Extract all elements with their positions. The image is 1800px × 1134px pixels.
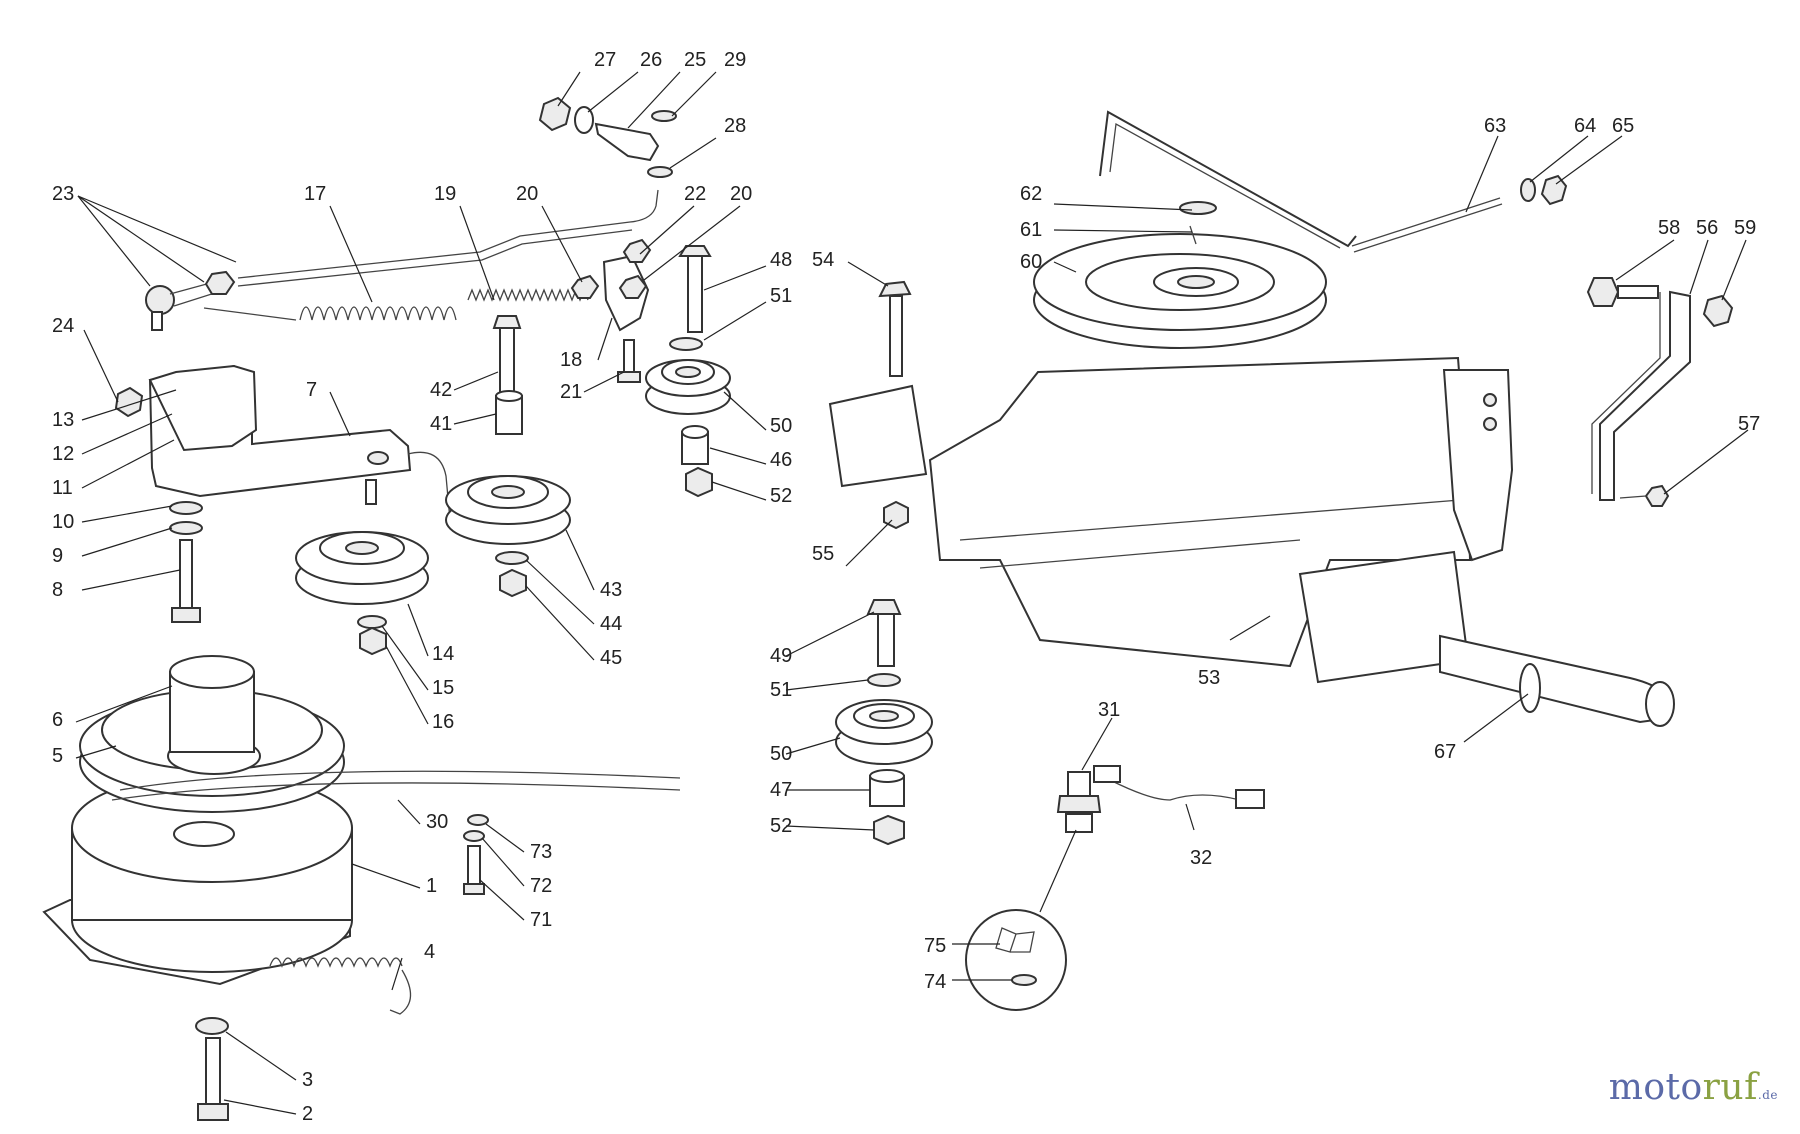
pto-clutch bbox=[42, 655, 353, 986]
callout-32: 32 bbox=[1190, 847, 1212, 869]
callout-48: 48 bbox=[770, 249, 792, 271]
callout-7: 7 bbox=[306, 379, 317, 401]
callout-47: 47 bbox=[770, 779, 792, 801]
callout-62: 62 bbox=[1020, 183, 1042, 205]
callout-8: 8 bbox=[52, 579, 63, 601]
callout-6: 6 bbox=[52, 709, 63, 731]
callout-71: 71 bbox=[530, 909, 552, 931]
callout-58: 58 bbox=[1658, 217, 1680, 239]
callout-19: 19 bbox=[434, 183, 456, 205]
callout-59: 59 bbox=[1734, 217, 1756, 239]
spring-17 bbox=[299, 306, 457, 321]
drive-belt bbox=[119, 770, 681, 791]
callout-46: 46 bbox=[770, 449, 792, 471]
callout-15: 15 bbox=[432, 677, 454, 699]
callout-43: 43 bbox=[600, 579, 622, 601]
callout-22: 22 bbox=[684, 183, 706, 205]
callout-23: 23 bbox=[52, 183, 74, 205]
callout-57: 57 bbox=[1738, 413, 1760, 435]
callout-41: 41 bbox=[430, 413, 452, 435]
callout-64: 64 bbox=[1574, 115, 1596, 137]
callout-52a: 52 bbox=[770, 485, 792, 507]
callout-24: 24 bbox=[52, 315, 74, 337]
callout-12: 12 bbox=[52, 443, 74, 465]
callout-74: 74 bbox=[924, 971, 946, 993]
watermark-brand-a: moto bbox=[1608, 1067, 1703, 1108]
callout-14: 14 bbox=[432, 643, 454, 665]
callout-29: 29 bbox=[724, 49, 746, 71]
callout-26: 26 bbox=[640, 49, 662, 71]
callout-1: 1 bbox=[426, 875, 437, 897]
callout-51b: 51 bbox=[770, 679, 792, 701]
callout-65: 65 bbox=[1612, 115, 1634, 137]
callout-50a: 50 bbox=[770, 415, 792, 437]
idler-pulley-50-bottom bbox=[835, 699, 933, 765]
callout-42: 42 bbox=[430, 379, 452, 401]
callout-67: 67 bbox=[1434, 741, 1456, 763]
control-rod bbox=[237, 189, 659, 279]
watermark-tld: .de bbox=[1757, 1088, 1778, 1102]
callout-17: 17 bbox=[304, 183, 326, 205]
callout-54: 54 bbox=[812, 249, 834, 271]
callout-27: 27 bbox=[594, 49, 616, 71]
watermark-brand-b: ruf bbox=[1702, 1067, 1758, 1108]
callout-9: 9 bbox=[52, 545, 63, 567]
ball-joint bbox=[145, 270, 236, 331]
leader-lines bbox=[75, 71, 1749, 1115]
callout-51a: 51 bbox=[770, 285, 792, 307]
callout-16: 16 bbox=[432, 711, 454, 733]
callout-5: 5 bbox=[52, 745, 63, 767]
threaded-rod-19 bbox=[467, 288, 589, 302]
callout-55: 55 bbox=[812, 543, 834, 565]
callout-72: 72 bbox=[530, 875, 552, 897]
bracket-56 bbox=[1599, 290, 1691, 501]
detail-circle bbox=[965, 909, 1067, 1011]
callout-3: 3 bbox=[302, 1069, 313, 1091]
callout-75: 75 bbox=[924, 935, 946, 957]
callout-10: 10 bbox=[52, 511, 74, 533]
pulley-14 bbox=[295, 531, 429, 605]
callout-labels: 27 26 25 29 28 23 17 19 20 22 20 24 13 1… bbox=[52, 49, 1760, 1125]
callout-20a: 20 bbox=[516, 183, 538, 205]
part-drawings bbox=[42, 96, 1734, 1121]
callout-56: 56 bbox=[1696, 217, 1718, 239]
callout-13: 13 bbox=[52, 409, 74, 431]
callout-21: 21 bbox=[560, 381, 582, 403]
callout-30: 30 bbox=[426, 811, 448, 833]
callout-18: 18 bbox=[560, 349, 582, 371]
callout-60: 60 bbox=[1020, 251, 1042, 273]
callout-25: 25 bbox=[684, 49, 706, 71]
callout-44: 44 bbox=[600, 613, 622, 635]
control-rod-inner bbox=[237, 229, 633, 287]
return-spring bbox=[269, 957, 403, 968]
callout-50b: 50 bbox=[770, 743, 792, 765]
callout-63: 63 bbox=[1484, 115, 1506, 137]
callout-31: 31 bbox=[1098, 699, 1120, 721]
callout-52b: 52 bbox=[770, 815, 792, 837]
callout-73: 73 bbox=[530, 841, 552, 863]
idler-pulley-50-top bbox=[645, 359, 731, 415]
callout-53: 53 bbox=[1198, 667, 1220, 689]
transaxle bbox=[828, 110, 1675, 727]
callout-49: 49 bbox=[770, 645, 792, 667]
callout-61: 61 bbox=[1020, 219, 1042, 241]
idler-pulley-43 bbox=[445, 475, 571, 545]
callout-11: 11 bbox=[52, 477, 73, 499]
watermark-logo: motoruf.de bbox=[1609, 1067, 1778, 1108]
callout-2: 2 bbox=[302, 1103, 313, 1125]
shift-rod-63 bbox=[1351, 197, 1501, 247]
callout-28: 28 bbox=[724, 115, 746, 137]
callout-4: 4 bbox=[424, 941, 435, 963]
sensor-wire bbox=[1109, 779, 1241, 801]
callout-20b: 20 bbox=[730, 183, 752, 205]
callout-45: 45 bbox=[600, 647, 622, 669]
nut-27 bbox=[538, 96, 572, 132]
